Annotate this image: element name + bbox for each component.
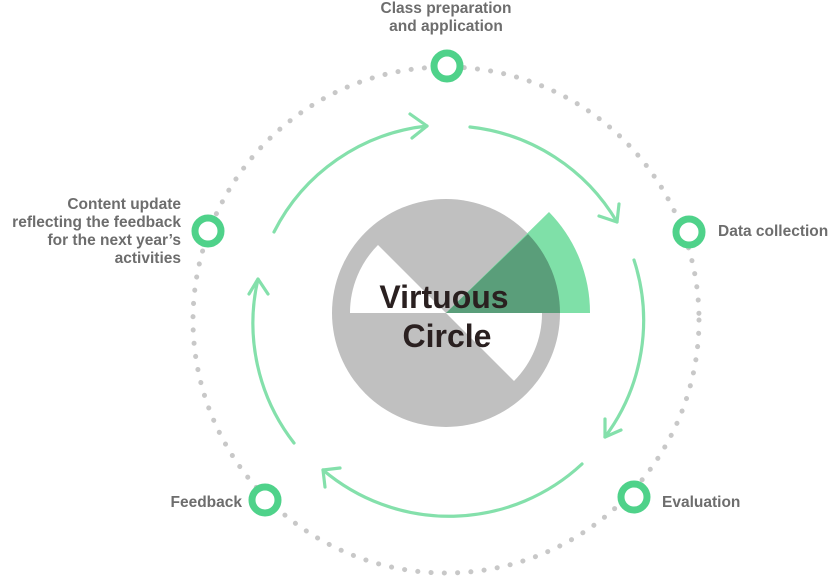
label-evaluation: Evaluation [662,494,741,511]
pie-overlap-wedge [446,234,560,313]
arrowhead-preparation [408,112,429,140]
arrow-icon-update-to-preparation [272,124,429,234]
arrow-icon-evaluation-to-feedback [321,462,584,518]
arrow-icon-preparation-to-collection [468,125,619,224]
label-content-update: Content update reflecting the feedback f… [12,196,181,267]
center-pie: Virtuous Circle [332,199,591,427]
center-title-line1: Virtuous [379,279,508,315]
arrowhead-collection [597,202,621,224]
pie-white-wedge-upper [349,245,446,313]
arrow-icon-feedback-to-update [251,277,296,445]
ring-icon-class-preparation[interactable] [430,49,464,83]
ring-icon-feedback[interactable] [248,483,282,517]
stage-markers [191,49,706,517]
arrowhead-feedback [321,466,342,489]
label-data-collection: Data collection [718,223,829,240]
center-title-line2: Circle [403,318,492,354]
arrowhead-update [247,277,270,296]
label-class-preparation: Class preparation and application [380,0,512,35]
ring-icon-data-collection[interactable] [672,215,706,249]
ring-icon-evaluation[interactable] [617,480,651,514]
arrowhead-evaluation [603,417,623,439]
label-feedback: Feedback [170,494,242,511]
flow-arrows [247,112,646,518]
outer-dotted-ring [190,64,702,576]
pie-white-wedge-lower [446,313,543,381]
ring-icon-content-update[interactable] [191,214,225,248]
arrow-icon-collection-to-evaluation [603,258,646,439]
